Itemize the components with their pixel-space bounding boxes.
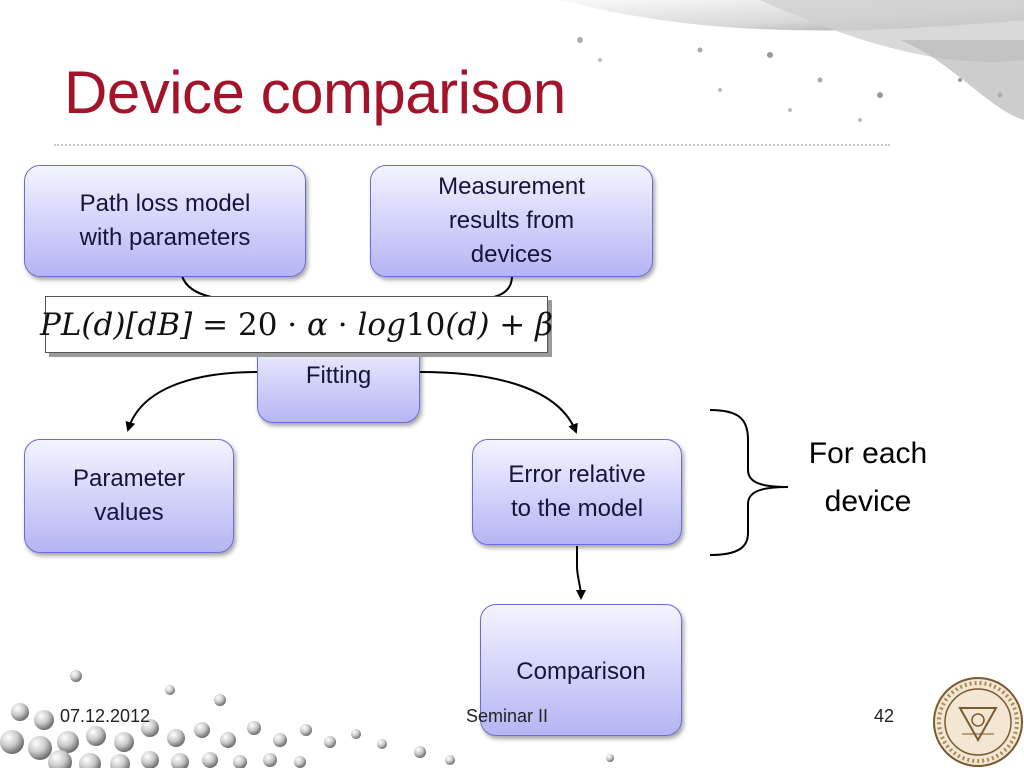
- footer-date: 07.12.2012: [60, 706, 151, 726]
- formula-equals: =: [192, 306, 238, 343]
- node-comparison: Comparison: [480, 604, 682, 736]
- formula-arg: (d): [445, 306, 490, 343]
- node-label: Error relative to the model: [508, 458, 645, 526]
- formula-beta: β: [535, 306, 554, 343]
- node-label-line: to the model: [510, 495, 644, 522]
- node-label-line: Fitting: [305, 362, 372, 389]
- node-parameter-values: Parameter values: [24, 439, 234, 553]
- formula-dot: ·: [327, 306, 358, 343]
- school-seal-logo: [933, 677, 1023, 767]
- slide-title: Device comparison: [64, 59, 566, 126]
- footer-center: Seminar II: [466, 706, 549, 726]
- node-label-line: with parameters: [79, 224, 251, 251]
- arrow-fitting-to-parameter-values: [125, 371, 259, 432]
- formula-ten: 10: [405, 306, 446, 343]
- footer-page-number: 42: [874, 706, 895, 726]
- arrow-error-to-comparison: [575, 546, 586, 600]
- curly-brace: [709, 409, 789, 556]
- formula-dot: ·: [277, 306, 307, 343]
- title-divider: [54, 144, 890, 146]
- formula-lhs: PL(d)[dB]: [39, 306, 193, 343]
- node-label-line: results from: [448, 207, 575, 234]
- node-label-line: Path loss model: [79, 190, 251, 217]
- node-path-loss-model: Path loss model with parameters: [24, 165, 306, 277]
- node-label-line: values: [94, 499, 164, 526]
- brace-label: For each device: [780, 430, 956, 526]
- node-error-relative: Error relative to the model: [472, 439, 682, 545]
- node-label: Measurement results from devices: [438, 170, 585, 272]
- formula-plus: +: [489, 306, 536, 343]
- node-label: Path loss model with parameters: [80, 187, 251, 255]
- node-label-line: Parameter: [72, 465, 186, 492]
- arrow-fitting-to-error: [419, 371, 578, 434]
- brace-label-line: device: [824, 485, 912, 518]
- node-label-line: devices: [470, 241, 553, 268]
- top-right-swirl: [560, 0, 1024, 122]
- node-measurement-results: Measurement results from devices: [370, 165, 653, 277]
- node-label-line: Measurement: [438, 173, 585, 200]
- formula-coefficient: 20: [237, 306, 278, 343]
- brace-label-line: For each: [808, 437, 928, 470]
- node-label-line: Comparison: [516, 658, 646, 685]
- node-label-line: Error relative: [508, 461, 646, 488]
- node-label: Parameter values: [73, 462, 185, 530]
- path-loss-formula: PL(d)[dB] = 20 · α · log 10 (d) + β: [40, 296, 553, 353]
- formula-log: log: [357, 306, 406, 343]
- formula-alpha: α: [306, 306, 328, 343]
